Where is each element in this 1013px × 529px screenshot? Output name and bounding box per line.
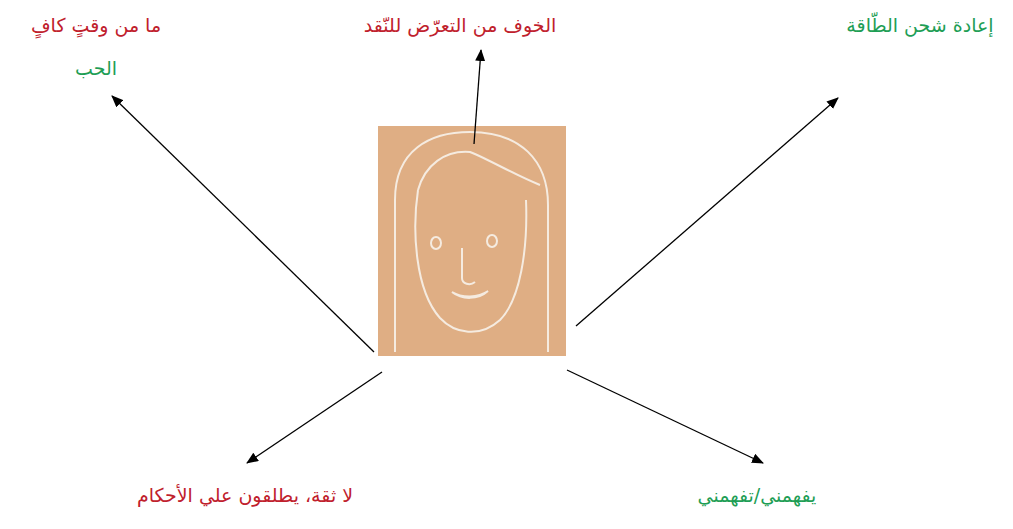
leader-arrows	[112, 50, 838, 463]
label-text: إعادة شحن الطّاقة	[846, 14, 993, 37]
label-text: يفهمني/تفهمني	[698, 484, 817, 507]
label-text: لا ثقة، يطلقون علي الأحكام	[137, 484, 353, 507]
label-text: الخوف من التعرّض للنّقد	[364, 14, 556, 37]
label-text: الحب	[75, 57, 117, 80]
label-text: ما من وقتٍ كافٍ	[31, 14, 161, 37]
portrait	[378, 126, 566, 356]
